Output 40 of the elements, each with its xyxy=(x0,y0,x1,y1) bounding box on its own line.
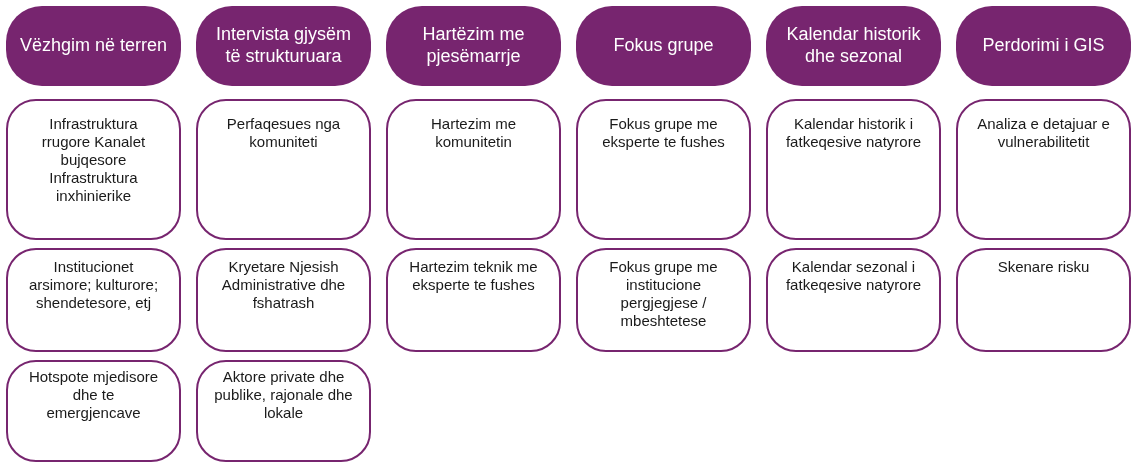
item-box xyxy=(196,99,371,240)
header-text: Kalendar historik dhe sezonal xyxy=(785,24,922,68)
item-text: Hotspote mjedisore dhe te emergjencave xyxy=(27,368,160,422)
item-text: Infrastruktura rrugore Kanalet bujqesore Infrastruktura inxhinierike xyxy=(40,115,147,205)
method-header xyxy=(766,6,941,86)
method-header xyxy=(6,6,181,86)
item-box xyxy=(6,248,181,352)
item-box xyxy=(576,99,751,240)
item-text: Hartezim teknik me eksperte te fushes xyxy=(408,258,539,294)
header-text: Hartëzim me pjesëmarrje xyxy=(421,24,526,68)
item-box xyxy=(6,99,181,240)
method-header xyxy=(386,6,561,86)
item-text: Kalendar sezonal i fatkeqesive natyrore xyxy=(784,258,923,294)
item-box xyxy=(576,248,751,352)
header-text: Perdorimi i GIS xyxy=(982,35,1105,57)
header-text: Intervista gjysëm të strukturuara xyxy=(214,24,352,68)
item-box xyxy=(196,248,371,352)
method-header xyxy=(956,6,1131,86)
item-text: Fokus grupe me eksperte te fushes xyxy=(601,115,726,151)
item-box xyxy=(6,360,181,462)
item-box xyxy=(196,360,371,462)
item-text: Analiza e detajuar e vulnerabilitetit xyxy=(976,115,1111,151)
item-box xyxy=(386,248,561,352)
item-text: Fokus grupe me institucione pergjegjese / mbeshtetese xyxy=(608,258,719,330)
item-box xyxy=(766,99,941,240)
item-text: Skenare risku xyxy=(997,258,1090,276)
item-text: Aktore private dhe publike, rajonale dhe lokale xyxy=(214,368,353,422)
item-box xyxy=(766,248,941,352)
item-text: Kryetare Njesish Administrative dhe fshatrash xyxy=(220,258,347,312)
header-text: Fokus grupe xyxy=(613,35,714,57)
item-text: Hartezim me komunitetin xyxy=(430,115,517,151)
item-box xyxy=(386,99,561,240)
item-box xyxy=(956,248,1131,352)
method-header xyxy=(576,6,751,86)
item-text: Perfaqesues nga komuniteti xyxy=(225,115,342,151)
item-box xyxy=(956,99,1131,240)
item-text: Kalendar historik i fatkeqesive natyrore xyxy=(784,115,923,151)
header-text: Vëzhgim në terren xyxy=(19,35,168,57)
item-text: Institucionet arsimore; kulturore; shendetesore, etj xyxy=(27,258,160,312)
method-header xyxy=(196,6,371,86)
